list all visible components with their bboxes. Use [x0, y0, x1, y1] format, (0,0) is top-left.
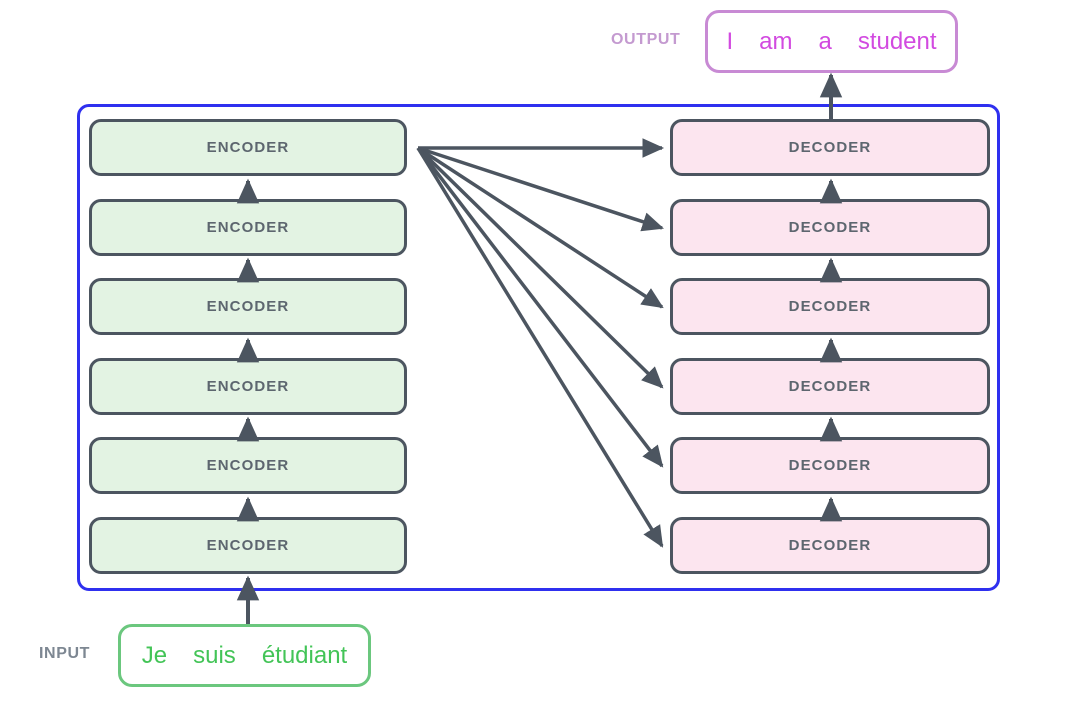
input-token: étudiant	[261, 641, 348, 669]
output-token: a	[818, 27, 832, 55]
output-token: I	[726, 27, 734, 55]
encoder-block-4[interactable]: ENCODER	[89, 358, 407, 415]
encoder-block-label: ENCODER	[206, 537, 290, 554]
encoder-block-5[interactable]: ENCODER	[89, 437, 407, 494]
input-token: Je	[141, 641, 168, 669]
encoder-block-1[interactable]: ENCODER	[89, 119, 407, 176]
decoder-block-label: DECODER	[788, 139, 872, 156]
decoder-block-4[interactable]: DECODER	[670, 358, 990, 415]
transformer-container	[77, 104, 1000, 591]
output-token: am	[759, 27, 793, 55]
decoder-block-label: DECODER	[788, 219, 872, 236]
output-token-row: I am a student	[726, 28, 936, 56]
decoder-block-label: DECODER	[788, 457, 872, 474]
encoder-block-label: ENCODER	[206, 457, 290, 474]
input-token: suis	[193, 641, 236, 669]
decoder-block-label: DECODER	[788, 378, 872, 395]
encoder-block-label: ENCODER	[206, 139, 290, 156]
encoder-block-3[interactable]: ENCODER	[89, 278, 407, 335]
input-token-row: Je suis étudiant	[142, 642, 347, 670]
decoder-block-6[interactable]: DECODER	[670, 517, 990, 574]
encoder-block-6[interactable]: ENCODER	[89, 517, 407, 574]
input-label: INPUT	[39, 645, 90, 662]
encoder-block-2[interactable]: ENCODER	[89, 199, 407, 256]
decoder-block-2[interactable]: DECODER	[670, 199, 990, 256]
decoder-block-label: DECODER	[788, 537, 872, 554]
decoder-block-label: DECODER	[788, 298, 872, 315]
output-box: I am a student	[705, 10, 958, 73]
decoder-block-5[interactable]: DECODER	[670, 437, 990, 494]
encoder-block-label: ENCODER	[206, 378, 290, 395]
input-box: Je suis étudiant	[118, 624, 371, 687]
encoder-block-label: ENCODER	[206, 298, 290, 315]
decoder-block-1[interactable]: DECODER	[670, 119, 990, 176]
encoder-block-label: ENCODER	[206, 219, 290, 236]
decoder-block-3[interactable]: DECODER	[670, 278, 990, 335]
output-label: OUTPUT	[611, 31, 681, 48]
output-token: student	[857, 27, 937, 55]
